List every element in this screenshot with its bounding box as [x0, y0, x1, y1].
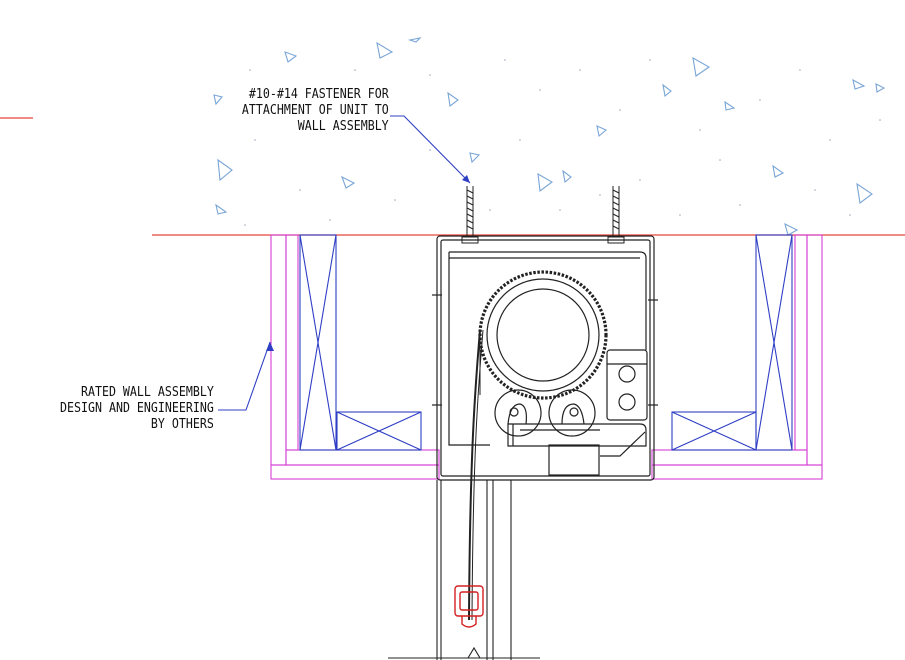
wall-note-line-3: BY OTHERS — [151, 416, 214, 432]
fastener-leader — [390, 115, 471, 184]
guide-rollers — [494, 389, 596, 437]
fastener-note: #10-#14 FASTENER FOR ATTACHMENT OF UNIT … — [242, 86, 389, 134]
left-framing — [299, 234, 422, 451]
wall-note-line-1: RATED WALL ASSEMBLY — [81, 384, 215, 400]
wall-leader — [218, 341, 274, 411]
fastener-note-line-1: #10-#14 FASTENER FOR — [249, 86, 389, 102]
right-framing — [671, 234, 793, 451]
right-wall-assembly — [651, 234, 823, 480]
aggregate-dots — [244, 59, 881, 226]
roller-drum — [478, 270, 608, 400]
fastener-note-line-2: ATTACHMENT OF UNIT TO — [242, 102, 389, 118]
wall-note-line-2: DESIGN AND ENGINEERING — [60, 400, 214, 416]
unit-housing — [432, 235, 658, 481]
bottom-bar — [454, 585, 484, 628]
guide-channels — [388, 480, 540, 660]
curtain — [468, 329, 484, 621]
concrete-substrate — [213, 37, 886, 236]
wall-note: RATED WALL ASSEMBLY DESIGN AND ENGINEERI… — [60, 384, 214, 432]
fastener-note-line-3: WALL ASSEMBLY — [298, 118, 389, 134]
